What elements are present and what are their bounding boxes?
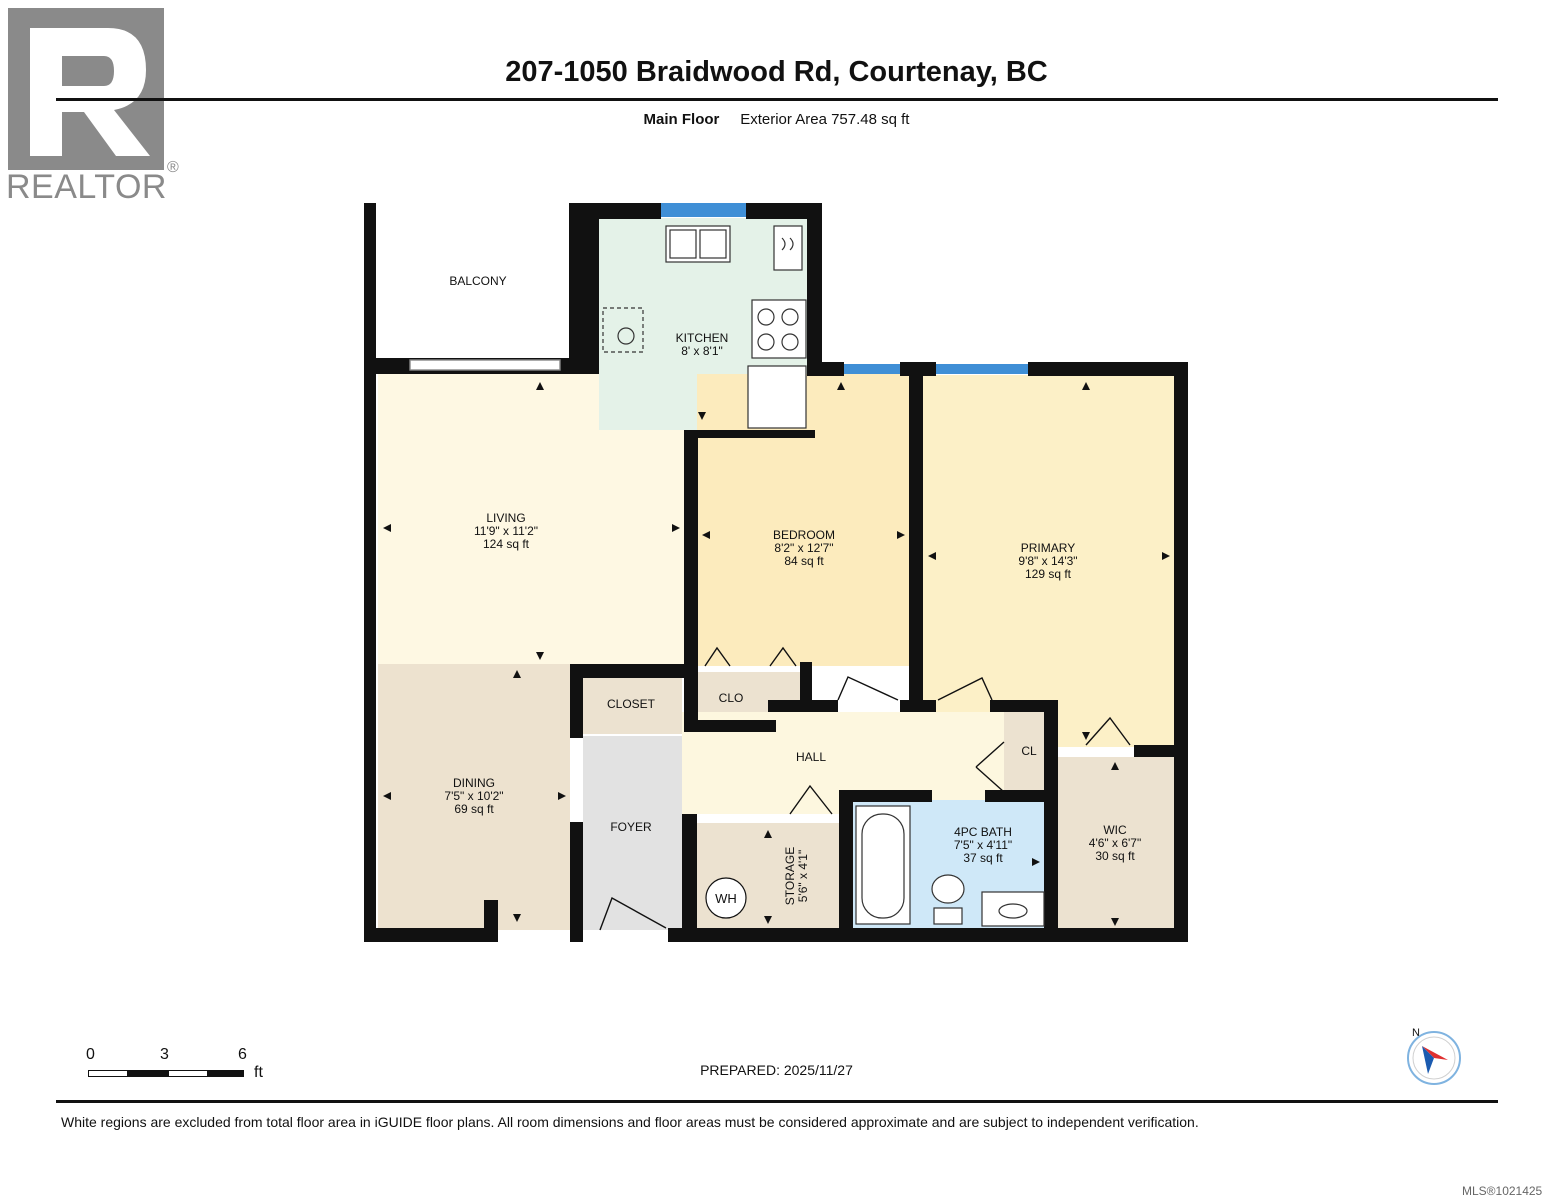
closet-fill [583, 678, 682, 734]
scale-tick-0: 0 [86, 1046, 95, 1063]
scale-segment [128, 1070, 168, 1077]
room-name: DINING [453, 776, 495, 790]
room-name: LIVING [486, 511, 525, 525]
scale-segment [168, 1070, 208, 1077]
room-bedroom: BEDROOM 8'2" x 12'7" 84 sq ft [773, 528, 835, 568]
room-cl: CL [1021, 744, 1037, 758]
wic-fill [1058, 757, 1174, 928]
footer-rule [56, 1100, 1498, 1103]
room-name: BALCONY [449, 274, 506, 288]
water-heater-icon [705, 877, 747, 919]
room-area: 124 sq ft [483, 537, 530, 551]
room-dims: 4'6" x 6'7" [1089, 836, 1141, 850]
room-area: 69 sq ft [454, 802, 494, 816]
room-area: 37 sq ft [963, 851, 1003, 865]
room-area: 129 sq ft [1025, 567, 1072, 581]
compass-north-label: N [1412, 1027, 1420, 1039]
room-name: WIC [1103, 823, 1127, 837]
exterior-area: Exterior Area 757.48 sq ft [740, 111, 910, 128]
stove-icon [751, 299, 807, 359]
room-dims: 7'5" x 10'2" [444, 789, 503, 803]
room-name: CL [1021, 744, 1037, 758]
room-area: 84 sq ft [784, 554, 824, 568]
property-address-title: 207-1050 Braidwood Rd, Courtenay, BC [505, 56, 1048, 88]
room-dims: 9'8" x 14'3" [1018, 554, 1077, 568]
room-dims: 8'2" x 12'7" [774, 541, 833, 555]
fridge-icon [773, 225, 803, 271]
room-name: KITCHEN [676, 331, 729, 345]
room-kitchen: KITCHEN 8' x 8'1" [676, 331, 729, 358]
foyer-fill [583, 736, 682, 930]
room-closet: CLOSET [607, 697, 656, 711]
room-name: 4PC BATH [954, 825, 1012, 839]
scale-tick-3: 3 [160, 1046, 169, 1063]
room-name: HALL [796, 750, 826, 764]
room-hall: HALL [796, 750, 826, 764]
header-rule [56, 98, 1498, 101]
scale-unit: ft [254, 1064, 263, 1081]
sink-icon [665, 225, 731, 263]
bathtub-icon [855, 805, 911, 925]
balcony-fill [376, 203, 580, 358]
scale-tick-6: 6 [238, 1046, 247, 1063]
room-living: LIVING 11'9" x 11'2" 124 sq ft [474, 511, 538, 551]
compass-icon: N [1407, 1027, 1461, 1085]
room-dims: 7'5" x 4'11" [954, 838, 1012, 852]
room-name: PRIMARY [1021, 541, 1075, 555]
counter-icon [747, 365, 807, 429]
cl-fill [1004, 712, 1044, 790]
mls-number: MLS®1021425 [1462, 1184, 1543, 1198]
floor-label: Main Floor [643, 111, 720, 128]
room-name: CLO [719, 691, 744, 705]
room-bath: 4PC BATH 7'5" x 4'11" 37 sq ft [954, 825, 1012, 865]
room-storage: STORAGE 5'6" x 4'1" [783, 847, 810, 905]
room-name: FOYER [610, 820, 652, 834]
room-foyer: FOYER [610, 820, 652, 834]
room-name: BEDROOM [773, 528, 835, 542]
vanity-icon [981, 891, 1045, 927]
realtor-logo-icon [8, 8, 164, 170]
room-dims: 5'6" x 4'1" [796, 850, 810, 902]
room-name: STORAGE [783, 847, 797, 905]
scale-segment [88, 1070, 128, 1077]
scale-bar: 0 3 6 ft [80, 1046, 280, 1086]
toilet-icon [931, 874, 965, 925]
room-wic: WIC 4'6" x 6'7" 30 sq ft [1089, 823, 1141, 863]
disclaimer-text: White regions are excluded from total fl… [61, 1114, 1199, 1130]
room-clo: CLO [719, 691, 744, 705]
realtor-wordmark: REALTOR® [6, 158, 180, 206]
prepared-date: PREPARED: 2025/11/27 [700, 1062, 853, 1078]
primary-fill [923, 375, 1174, 747]
room-name: CLOSET [607, 697, 656, 711]
room-dining: DINING 7'5" x 10'2" 69 sq ft [444, 776, 503, 816]
water-heater-label: WH [715, 891, 737, 906]
room-balcony: BALCONY [449, 274, 506, 288]
room-dims: 8' x 8'1" [681, 344, 723, 358]
floor-info: Main Floor Exterior Area 757.48 sq ft [0, 111, 1553, 128]
scale-segment [208, 1070, 244, 1077]
dishwasher-icon [602, 307, 644, 353]
room-primary: PRIMARY 9'8" x 14'3" 129 sq ft [1018, 541, 1077, 581]
room-area: 30 sq ft [1095, 849, 1135, 863]
dining-fill [378, 664, 570, 930]
room-dims: 11'9" x 11'2" [474, 524, 538, 538]
